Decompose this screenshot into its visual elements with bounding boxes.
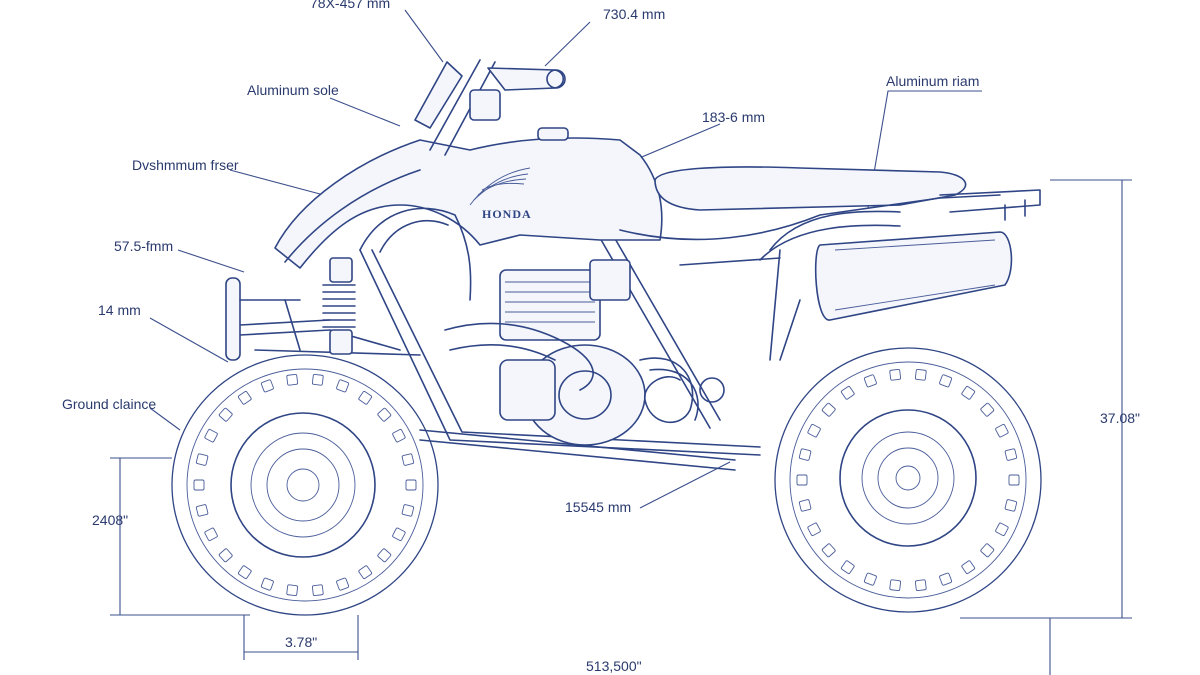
top-mid-dimension-label: 730.4 mm — [603, 6, 666, 22]
dimension-lines — [110, 9, 1132, 675]
tread-lug — [980, 543, 995, 558]
tread-lug — [1004, 499, 1018, 512]
tread-lug — [204, 429, 218, 443]
rear-wheel — [774, 347, 1042, 613]
tread-lug — [237, 565, 252, 580]
tread-lug — [939, 374, 953, 388]
dim-183-label: 183-6 mm — [702, 109, 766, 125]
tread-lug — [286, 373, 299, 386]
tread-lug — [798, 499, 812, 512]
tread-lug — [401, 504, 415, 517]
dim-14-label: 14 mm — [98, 302, 141, 318]
tread-lug — [392, 527, 406, 541]
tread-lug — [392, 429, 406, 443]
frame-label: Dvshmmum frser — [132, 157, 239, 173]
frame — [239, 210, 901, 471]
handlebar — [414, 59, 569, 156]
tread-lug — [961, 385, 976, 400]
engine — [444, 259, 725, 446]
tread-lug — [889, 579, 902, 592]
tank-brand-logo: HONDA — [482, 207, 532, 221]
tread-lug — [336, 379, 350, 393]
tread-lug — [807, 522, 821, 536]
tread-lug — [961, 560, 976, 575]
tread-lug — [193, 479, 205, 491]
ground-clearance-label: Ground claince — [62, 396, 157, 412]
tread-lug — [405, 479, 417, 491]
muffler — [814, 231, 1013, 321]
tread-lug — [798, 448, 812, 461]
height-left-label: 2408" — [92, 512, 129, 528]
tread-lug — [1004, 448, 1018, 461]
tread-lug — [914, 579, 927, 592]
tread-lug — [311, 373, 324, 386]
tread-lug — [195, 453, 209, 466]
tread-lug — [358, 390, 373, 405]
tread-lug — [807, 424, 821, 438]
tread-lug — [980, 402, 995, 417]
dim-575-label: 57.5-fmm — [114, 238, 174, 254]
tread-lug — [995, 424, 1009, 438]
tread-lug — [863, 374, 877, 388]
center-dimension-label: 15545 mm — [565, 499, 632, 515]
tread-lug — [1008, 474, 1020, 486]
tread-lug — [358, 565, 373, 580]
bottom-wheel-dimension-label: 3.78" — [285, 634, 318, 650]
tread-lug — [260, 577, 274, 591]
tread-lug — [821, 543, 836, 558]
tread-lug — [914, 368, 927, 381]
tread-lug — [218, 548, 233, 563]
aluminum-right-label: Aluminum riam — [886, 73, 980, 89]
total-length-label: 513,500" — [586, 658, 642, 674]
tread-lug — [995, 522, 1009, 536]
top-left-dimension-label: 78X-457 mm — [310, 0, 391, 11]
front-bumper — [225, 277, 301, 361]
aluminum-left-label: Aluminum sole — [247, 82, 339, 98]
tread-lug — [218, 407, 233, 422]
rear-fender-seat — [619, 166, 1041, 266]
tread-lug — [336, 577, 350, 591]
tread-lug — [377, 407, 392, 422]
tread-lug — [939, 572, 953, 586]
tread-lug — [840, 560, 855, 575]
tread-lug — [311, 584, 324, 597]
tread-lug — [796, 474, 808, 486]
tread-lug — [204, 527, 218, 541]
tread-lug — [377, 548, 392, 563]
tread-lug — [889, 368, 902, 381]
tread-lug — [401, 453, 415, 466]
tread-lug — [286, 584, 299, 597]
tread-lug — [863, 572, 877, 586]
height-right-label: 37.08" — [1100, 410, 1141, 426]
front-shock — [322, 257, 356, 355]
tread-lug — [821, 402, 836, 417]
tread-lug — [840, 385, 855, 400]
tread-lug — [195, 504, 209, 517]
tread-lug — [237, 390, 252, 405]
tread-lug — [260, 379, 274, 393]
honda-wing-logo — [469, 167, 531, 206]
front-wheel — [171, 354, 439, 616]
